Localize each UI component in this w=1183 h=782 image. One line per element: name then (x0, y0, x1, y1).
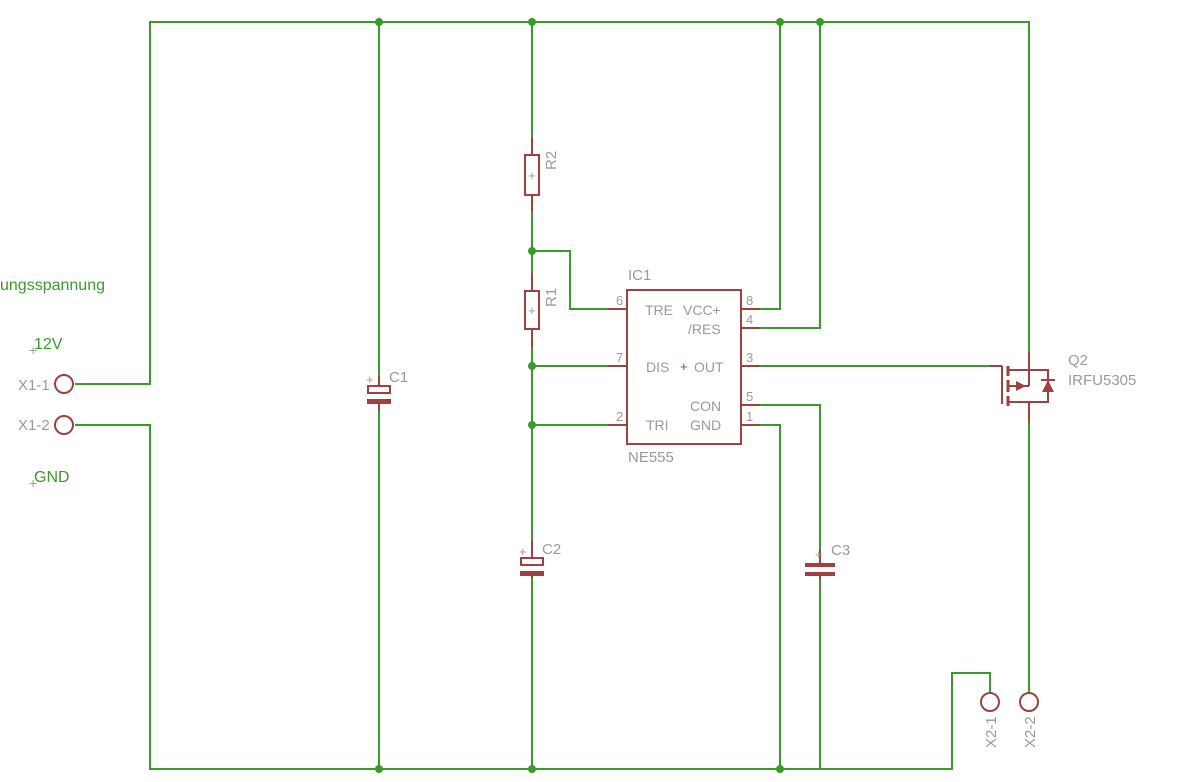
junction (528, 765, 536, 773)
ic1-pin-name-dis: DIS (646, 359, 669, 375)
r1-label: R1 (543, 288, 560, 307)
wire-bottom-rail (75, 424, 991, 770)
c2-label: C2 (542, 541, 561, 558)
capacitor-c2: + C2 (519, 540, 561, 578)
ic1-label: IC1 (628, 267, 651, 284)
r2-origin: + (528, 168, 536, 183)
c3-plate-top (805, 563, 835, 567)
ic1-pin-number: 3 (746, 350, 753, 365)
x2-1-pad (980, 692, 1000, 712)
ic1-pin-name-res: /RES (688, 321, 721, 337)
x2-2-label: X2-2 (1022, 716, 1039, 748)
ic1-pin-name-vcc: VCC+ (683, 302, 721, 318)
x1-1-pad (54, 374, 74, 394)
connector-x2: X2-1 X2-2 (980, 692, 1039, 748)
q2-source (1008, 352, 1030, 371)
ic1-pin-number: 4 (746, 312, 753, 327)
mosfet-q2: Q2 IRFU5305 (990, 352, 1136, 422)
c3-plate-bottom (805, 572, 835, 576)
c2-plate-pos (520, 557, 544, 566)
q2-arrow (1016, 381, 1026, 391)
resistor-r1: + R1 (524, 273, 560, 348)
r2-label: R2 (543, 151, 560, 170)
capacitor-c3: + C3 (805, 542, 850, 580)
ic1-pin-name-tre: TRE (645, 302, 673, 318)
wire-vcc (760, 22, 781, 310)
c1-plate-neg (367, 399, 391, 404)
q2-value: IRFU5305 (1068, 372, 1136, 389)
ic1-pin-number: 8 (746, 293, 753, 308)
ic1-pin-number: 2 (616, 409, 623, 424)
r1-origin: + (528, 303, 536, 318)
ic1-pin-name-tri: TRI (646, 417, 669, 433)
junction (528, 421, 536, 429)
junction (776, 18, 784, 26)
connector-x1: X1-1 X1-2 (18, 374, 74, 435)
junction (528, 247, 536, 255)
origin-cross: + (29, 342, 37, 358)
wire-tre (532, 250, 608, 310)
x2-1-label: X2-1 (983, 716, 1000, 748)
x2-2-pad (1019, 692, 1039, 712)
x1-2-pad (54, 415, 74, 435)
ic1-pin-number: 1 (746, 409, 753, 424)
net-label-12v: 12V (34, 336, 63, 353)
junction (816, 18, 824, 26)
junctions (375, 18, 824, 773)
net-label-gnd: GND (34, 469, 70, 486)
c1-polarity: + (366, 372, 374, 387)
c1-plate-pos (367, 385, 391, 394)
wire-con (760, 404, 821, 550)
c3-label: C3 (831, 542, 850, 559)
wire-res (760, 22, 821, 329)
ic1-value: NE555 (628, 449, 674, 466)
ic-ne555: IC1 NE555 6 7 2 8 4 3 5 1 TRE VCC+ /RES … (608, 267, 760, 466)
ic1-pin-number: 6 (616, 293, 623, 308)
wire-top-rail (75, 21, 1030, 385)
x1-1-label: X1-1 (18, 377, 50, 394)
net-label-supply: ungsspannung (0, 277, 105, 294)
c1-label: C1 (389, 369, 408, 386)
junction (375, 765, 383, 773)
c2-plate-neg (520, 571, 544, 576)
ic1-pin-name-con: CON (690, 398, 721, 414)
ic1-origin: + (680, 359, 688, 374)
wire-gnd (760, 424, 781, 769)
q2-diode-triangle (1042, 380, 1054, 392)
ic1-pin-name-gnd: GND (690, 417, 721, 433)
net-labels: ungsspannung 12V + GND + (0, 277, 105, 491)
q2-drain (1008, 401, 1030, 422)
junction (528, 18, 536, 26)
ic1-pin-number: 5 (746, 389, 753, 404)
ic1-pin-name-out: OUT (694, 359, 724, 375)
junction (776, 765, 784, 773)
ic1-pin-number: 7 (616, 350, 623, 365)
x1-2-label: X1-2 (18, 417, 50, 434)
resistor-r2: + R2 (524, 138, 560, 212)
q2-label: Q2 (1068, 352, 1088, 369)
junction (528, 362, 536, 370)
origin-cross: + (29, 475, 37, 491)
wires (75, 21, 1030, 770)
c3-origin: + (815, 547, 823, 562)
junction (375, 18, 383, 26)
c2-polarity: + (519, 544, 527, 559)
capacitor-c1: + C1 (366, 369, 408, 410)
